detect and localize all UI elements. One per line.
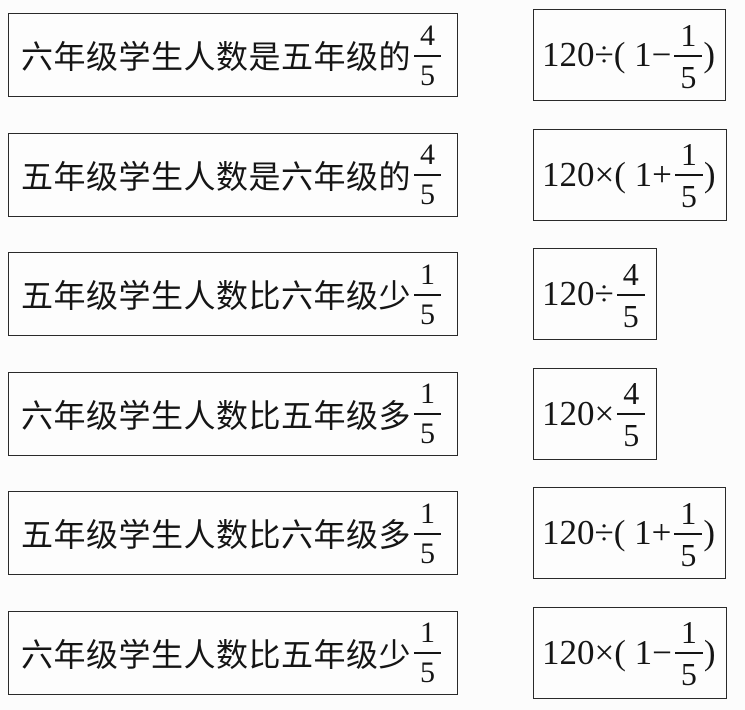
statement-text-4: 六年级学生人数比五年级多	[21, 397, 412, 434]
fraction-numerator: 1	[414, 378, 442, 416]
expression-pre-2: 120×( 1+	[542, 154, 672, 194]
fraction-denominator: 5	[680, 536, 697, 573]
fraction-numerator: 1	[414, 259, 442, 296]
fraction-denominator: 5	[420, 297, 436, 331]
statement-text-5: 五年级学生人数比六年级多	[21, 517, 412, 554]
fraction-numerator: 1	[674, 18, 703, 57]
fraction-denominator: 5	[680, 178, 697, 215]
fraction-numerator: 4	[414, 20, 442, 57]
expression-pre-6: 120×( 1−	[542, 632, 672, 672]
fraction-denominator: 5	[420, 178, 436, 212]
expression-pre-5: 120÷( 1+	[542, 513, 672, 553]
expression-pre-3: 120÷	[542, 274, 614, 314]
fraction-denominator: 5	[420, 536, 436, 570]
expression-pre-4: 120×	[542, 393, 615, 433]
fraction-numerator: 1	[414, 617, 442, 655]
statement-text-2: 五年级学生人数是六年级的	[21, 158, 412, 195]
statement-text-6: 六年级学生人数比五年级少	[21, 636, 412, 673]
fraction-numerator: 1	[414, 498, 442, 535]
expression-post-6: )	[703, 632, 716, 672]
expression-pre-1: 120÷( 1−	[542, 35, 672, 74]
fraction-numerator: 1	[674, 137, 703, 177]
fraction-denominator: 5	[622, 297, 639, 334]
fraction-denominator: 5	[623, 417, 640, 454]
fraction-denominator: 5	[420, 656, 436, 690]
fraction-denominator: 5	[680, 58, 697, 95]
expression-post-1: )	[703, 35, 716, 74]
expression-post-2: )	[703, 154, 716, 194]
fraction-numerator: 4	[617, 376, 646, 416]
fraction-denominator: 5	[420, 58, 436, 92]
fraction-numerator: 1	[674, 496, 703, 535]
fraction-denominator: 5	[420, 417, 436, 451]
fraction-numerator: 4	[616, 257, 645, 296]
statement-text-3: 五年级学生人数比六年级少	[21, 278, 412, 315]
statement-text-1: 六年级学生人数是五年级的	[21, 39, 412, 75]
fraction-denominator: 5	[680, 656, 697, 693]
expression-post-5: )	[703, 513, 716, 553]
fraction-numerator: 1	[674, 615, 703, 655]
fraction-numerator: 4	[414, 139, 442, 177]
